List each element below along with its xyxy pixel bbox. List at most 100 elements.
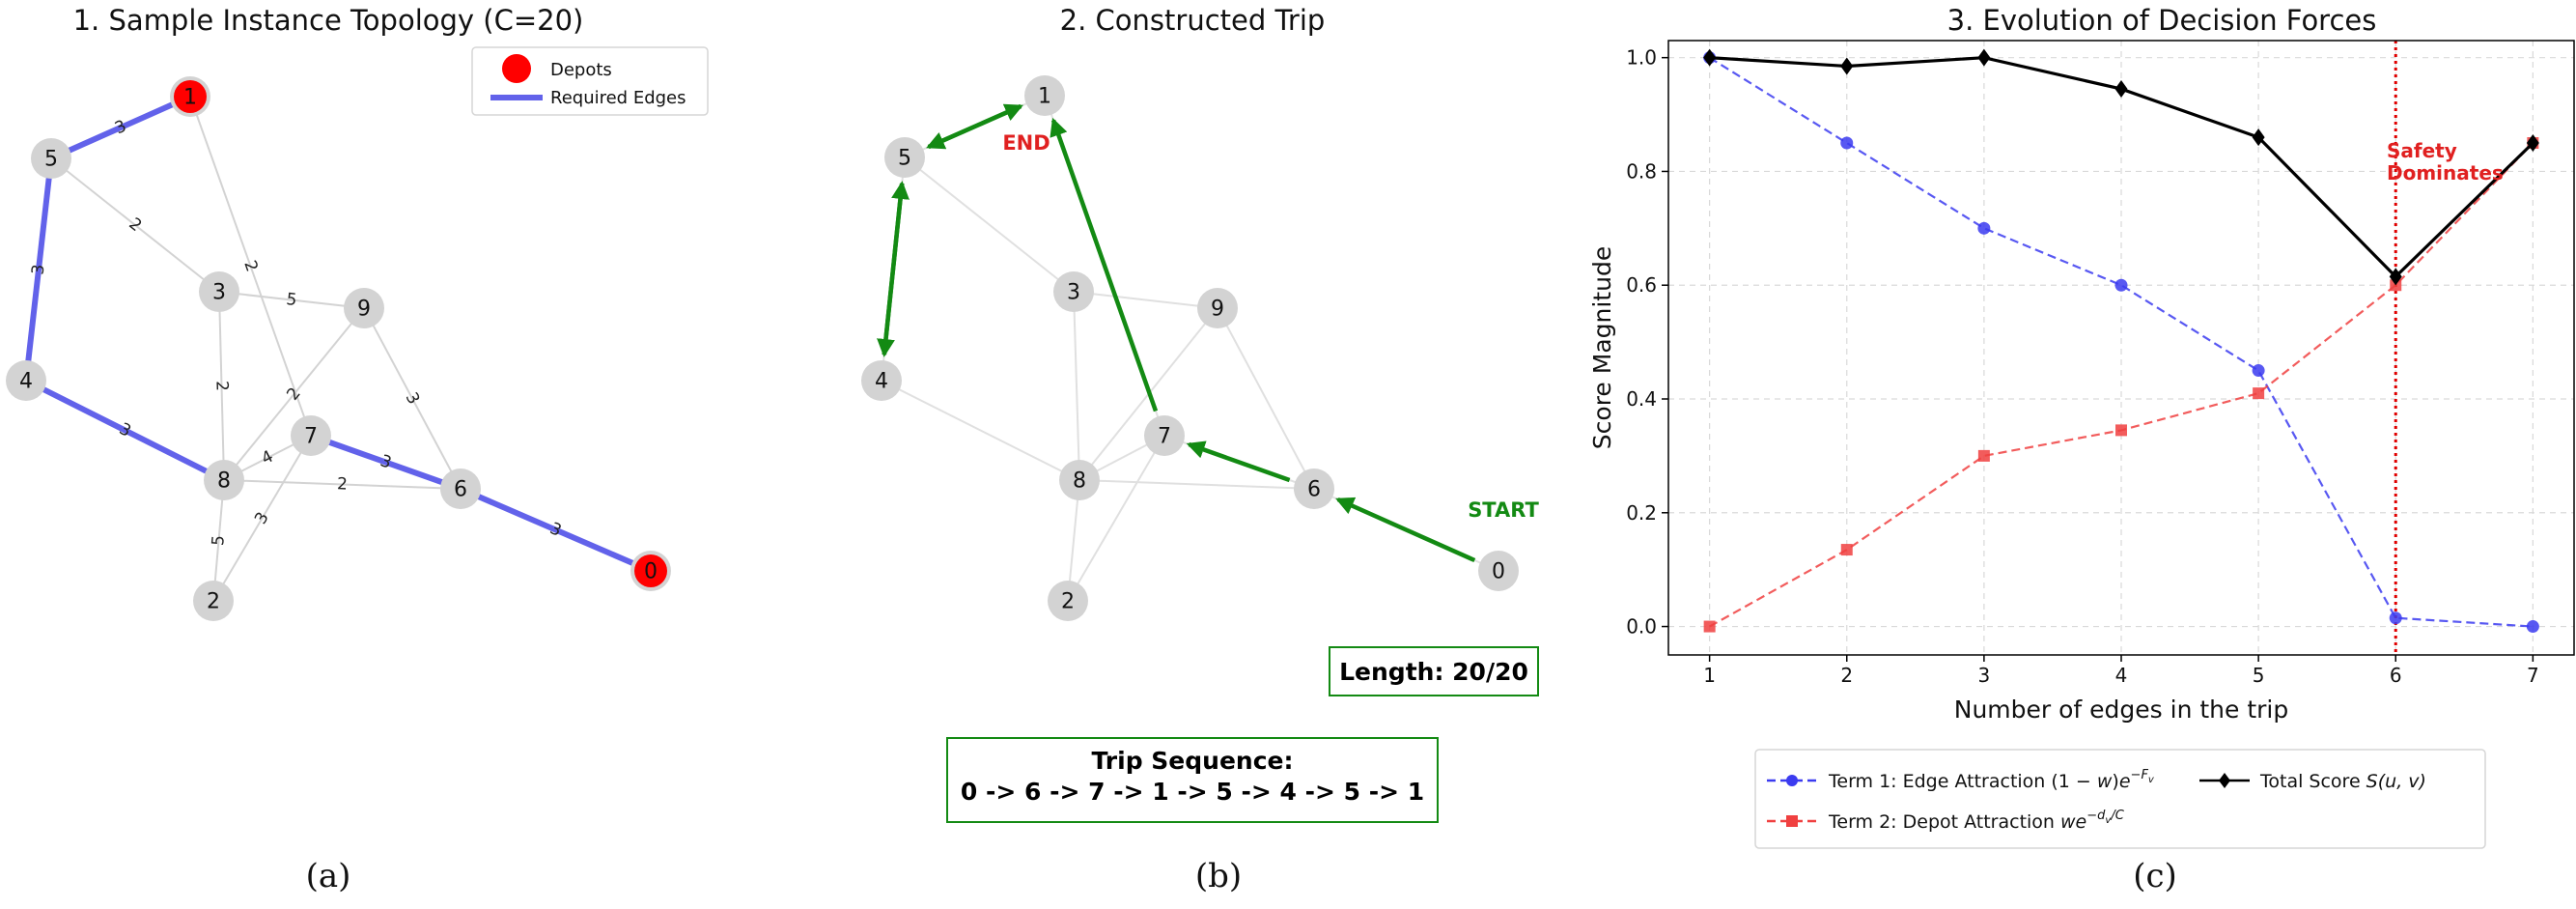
trip-node-circle-2 — [1048, 581, 1088, 621]
node-9: 9 — [344, 288, 384, 328]
legend-term2-exponent: −d — [2086, 809, 2106, 823]
trip-sequence-text: 0 -> 6 -> 7 -> 1 -> 5 -> 4 -> 5 -> 1 — [961, 778, 1424, 806]
series-3-point-1 — [1703, 48, 1717, 67]
length-value: Length: 20/20 — [1339, 658, 1528, 686]
bg-edge-3-9 — [1073, 291, 1218, 309]
node-label-8: 8 — [217, 469, 231, 494]
series-3-point-4 — [2114, 80, 2128, 99]
panel-b-sublabel: (b) — [1195, 857, 1242, 895]
legend-total-marker — [2219, 773, 2230, 788]
safety-label-line1: Safety — [2387, 139, 2457, 162]
series-2-point-5 — [2253, 387, 2265, 400]
node-label-5: 5 — [44, 148, 58, 172]
legend-term2-we: we — [2060, 811, 2086, 833]
depot-marker-0 — [634, 554, 667, 587]
trip-node-label-1: 1 — [1038, 85, 1051, 109]
trip-node-label-6: 6 — [1307, 478, 1321, 502]
node-0: 0 — [630, 551, 671, 591]
safety-label-line2: Dominates — [2387, 161, 2504, 185]
chart-grid — [1668, 41, 2574, 655]
edge-3-8 — [218, 291, 225, 481]
ytick-label-0.2: 0.2 — [1626, 501, 1657, 525]
trip-node-circle-3 — [1053, 271, 1094, 312]
ytick-label-0.4: 0.4 — [1626, 387, 1657, 411]
legend-term1-e: e — [2119, 771, 2131, 792]
node-label-9: 9 — [357, 298, 371, 322]
series-1-point-3 — [1977, 221, 1991, 235]
edge-9-8 — [223, 307, 365, 481]
bg-edge-5-3 — [904, 156, 1075, 293]
series-3-point-2 — [1840, 57, 1854, 75]
panel-b-title: 2. Constructed Trip — [1060, 4, 1326, 37]
legend-required-edges-label: Required Edges — [550, 88, 686, 108]
trip-arrow-7-1 — [1050, 117, 1159, 412]
xtick-label-6: 6 — [2390, 664, 2402, 687]
node-2: 2 — [193, 581, 234, 621]
trip-node-label-3: 3 — [1067, 281, 1080, 305]
trip-node-circle-4 — [861, 360, 902, 401]
trip-node-5: 5 — [884, 137, 925, 178]
legend-term1-paren: (1 − — [2051, 771, 2097, 792]
node-circle-9 — [344, 288, 384, 328]
node-1: 1 — [170, 76, 210, 117]
node-circle-4 — [6, 360, 46, 401]
edge-weight-3-9: 5 — [285, 290, 297, 310]
node-5: 5 — [31, 138, 71, 179]
series-1-point-4 — [2114, 278, 2128, 292]
legend-total-label: Total Score S(u, v) — [2259, 771, 2426, 792]
series-1-point-7 — [2526, 620, 2539, 634]
legend-term1-w: w — [2097, 771, 2113, 792]
bg-edge-7-2 — [1067, 435, 1165, 602]
trip-node-circle-5 — [884, 137, 925, 178]
trip-node-0: 0 — [1478, 551, 1519, 591]
node-label-0: 0 — [644, 560, 658, 584]
edge-weight-3-8: 2 — [211, 381, 231, 391]
edge-6-0 — [459, 486, 653, 574]
series-3 — [1703, 48, 2539, 286]
edge-weight-9-6: 3 — [402, 389, 424, 408]
chart-xlabel: Number of edges in the trip — [1954, 696, 2289, 724]
start-label: START — [1468, 498, 1539, 522]
panel-b-trip-arrows — [877, 103, 1476, 563]
depot-marker-1 — [174, 80, 207, 113]
trip-arrow-6-7 — [1186, 440, 1291, 483]
trip-node-circle-0 — [1478, 551, 1519, 591]
panel-c-sublabel: (c) — [2133, 857, 2177, 895]
legend-term1-exponent: −F — [2131, 768, 2149, 782]
ytick-label-1.0: 1.0 — [1626, 46, 1657, 70]
chart-ylabel: Score Magnitude — [1588, 246, 1616, 449]
panel-a-topology: 1. Sample Instance Topology (C=20) 33333… — [6, 4, 709, 895]
panel-a-title: 1. Sample Instance Topology (C=20) — [73, 4, 584, 37]
xtick-label-7: 7 — [2527, 664, 2539, 687]
series-1-point-6 — [2389, 611, 2402, 625]
trip-sequence-title: Trip Sequence: — [1092, 747, 1294, 775]
edge-7-2 — [212, 435, 312, 602]
panel-b-edges — [881, 95, 1499, 602]
ytick-label-0.6: 0.6 — [1626, 273, 1657, 297]
node-circle-3 — [199, 271, 239, 312]
node-4: 4 — [6, 360, 46, 401]
series-2 — [1703, 137, 2539, 633]
legend-term1-marker — [1786, 775, 1798, 786]
node-circle-5 — [31, 138, 71, 179]
series-1-point-5 — [2252, 364, 2265, 378]
edge-weight-5-3: 2 — [126, 214, 146, 236]
trip-node-circle-1 — [1024, 75, 1065, 116]
node-label-2: 2 — [207, 590, 220, 614]
edge-5-4 — [23, 157, 54, 382]
legend-term2-marker — [1786, 815, 1798, 827]
end-label: END — [1002, 131, 1050, 155]
legend-term2-subscript: v — [2105, 815, 2112, 826]
series-2-point-1 — [1703, 620, 1716, 633]
node-circle-2 — [193, 581, 234, 621]
trip-node-label-0: 0 — [1492, 560, 1505, 584]
edge-weight-8-7: 4 — [259, 447, 277, 469]
trip-arrow-0-6 — [1335, 497, 1476, 563]
xtick-label-4: 4 — [2115, 664, 2128, 687]
node-6: 6 — [440, 469, 481, 509]
edge-weight-8-2: 5 — [209, 534, 229, 547]
edge-9-6 — [363, 307, 462, 490]
